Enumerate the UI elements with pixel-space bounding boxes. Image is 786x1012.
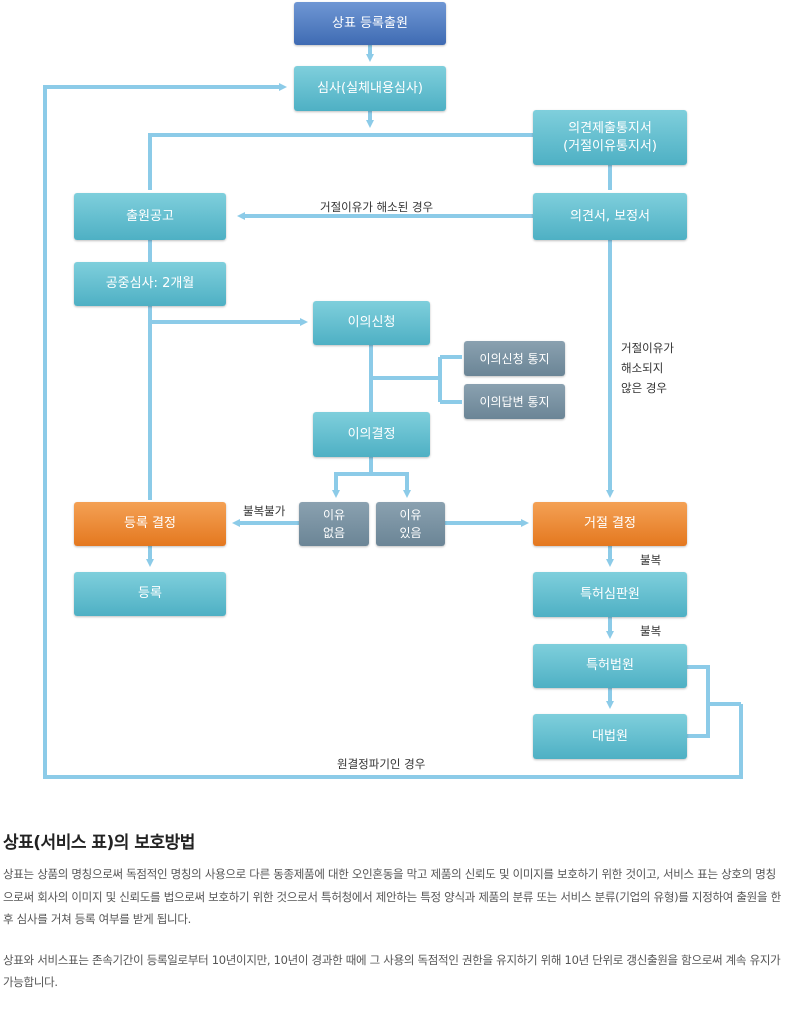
public-exam-box: 공중심사: 2개월 [74,262,226,306]
arrow-decision-hasreason [371,472,411,498]
label-appeal-2: 불복 [640,624,662,638]
registration-decision-box: 등록 결정 [74,502,226,546]
opinion-notice-box: 의견제출통지서 (거절이유통지서) [533,110,687,165]
flow-connectors [43,45,743,779]
label-remand: 원결정파기인 경우 [337,757,426,771]
trademark-flowchart: 상표 등록출원 심사(실체내용심사) 의견제출통지서 (거절이유통지서) 출원공… [43,2,743,779]
line-opposition-notices [371,355,462,404]
no-reason-box: 이유 없음 [299,502,369,546]
publication-box: 출원공고 [74,193,226,240]
arrow-decision-noreason [332,457,373,498]
paragraph-2: 상표와 서비스표는 존속기간이 등록일로부터 10년이지만, 10년이 경과한 … [3,952,781,990]
apply-box: 상표 등록출원 [294,2,446,45]
patent-court-box: 특허법원 [533,644,687,688]
rejection-decision-box: 거절 결정 [533,502,687,546]
opposition-reply-notice-box: 이의답변 통지 [464,384,565,419]
has-reason-box: 이유 있음 [376,502,445,546]
opposition-box: 이의신청 [313,301,430,345]
line-court-bracket [686,665,741,738]
opposition-decision-box: 이의결정 [313,412,430,457]
paragraph-1: 상표는 상품의 명칭으로써 독점적인 명칭의 사용으로 다른 동종제품에 대한 … [3,867,781,926]
section-title: 상표(서비스 표)의 보호방법 [3,833,195,853]
protection-method-section: 상표(서비스 표)의 보호방법 상표는 상품의 명칭으로써 독점적인 명칭의 사… [3,828,783,1012]
exam-box: 심사(실체내용심사) [294,66,446,111]
label-no-appeal: 불복불가 [243,504,286,518]
line-opinion-publication [148,133,533,190]
registration-box: 등록 [74,572,226,616]
trial-board-box: 특허심판원 [533,572,687,617]
arrow-remand-loop [43,83,743,779]
label-not-resolved: 거절이유가 해소되지 않은 경우 [621,341,674,395]
written-opinion-box: 의견서, 보정서 [533,193,687,240]
label-appeal-1: 불복 [640,553,662,567]
opposition-notice-box: 이의신청 통지 [464,341,565,376]
supreme-court-box: 대법원 [533,714,687,759]
label-resolved: 거절이유가 해소된 경우 [320,200,434,214]
